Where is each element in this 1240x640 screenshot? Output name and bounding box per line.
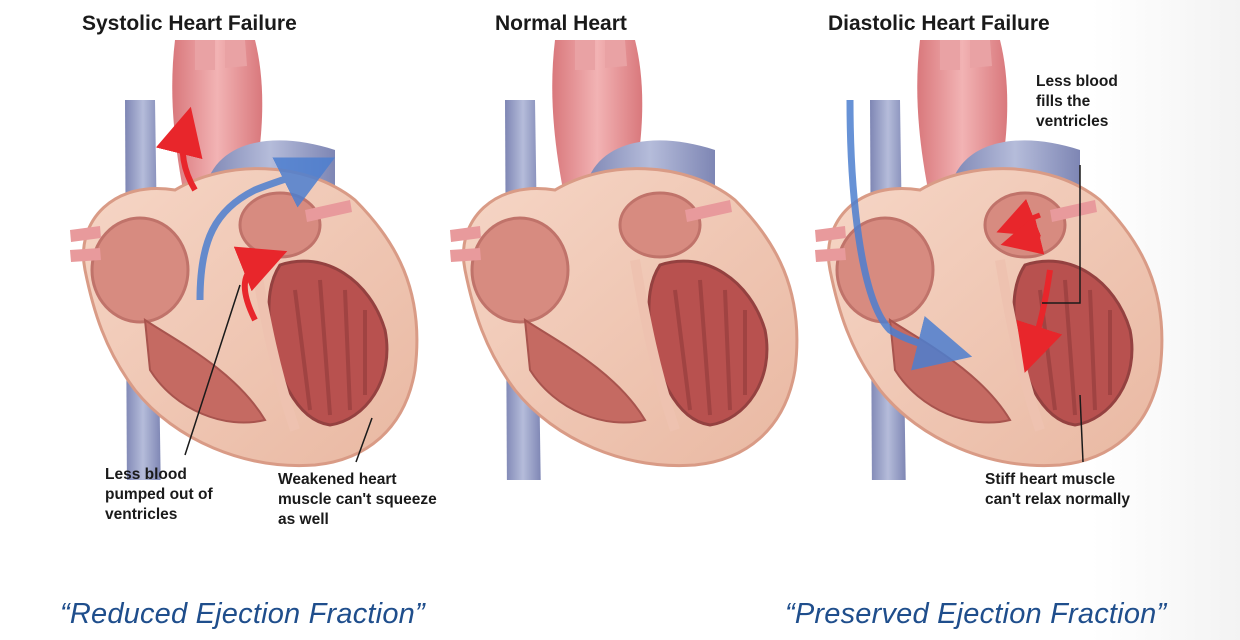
note-weakened-muscle: Weakened heart muscle can't squeeze as w… — [278, 470, 438, 530]
note-less-blood-fills: Less blood fills the ventricles — [1036, 72, 1126, 132]
normal-heart-illustration — [445, 40, 805, 480]
caption-reduced-ef: “Reduced Ejection Fraction” — [60, 598, 425, 631]
caption-preserved-ef: “Preserved Ejection Fraction” — [785, 598, 1166, 631]
note-stiff-muscle: Stiff heart muscle can't relax normally — [985, 470, 1135, 510]
title-systolic: Systolic Heart Failure — [82, 12, 297, 36]
title-diastolic: Diastolic Heart Failure — [828, 12, 1050, 36]
systolic-heart-illustration — [65, 40, 425, 480]
note-less-blood-pumped: Less blood pumped out of ventricles — [105, 465, 215, 525]
title-normal: Normal Heart — [495, 12, 627, 36]
